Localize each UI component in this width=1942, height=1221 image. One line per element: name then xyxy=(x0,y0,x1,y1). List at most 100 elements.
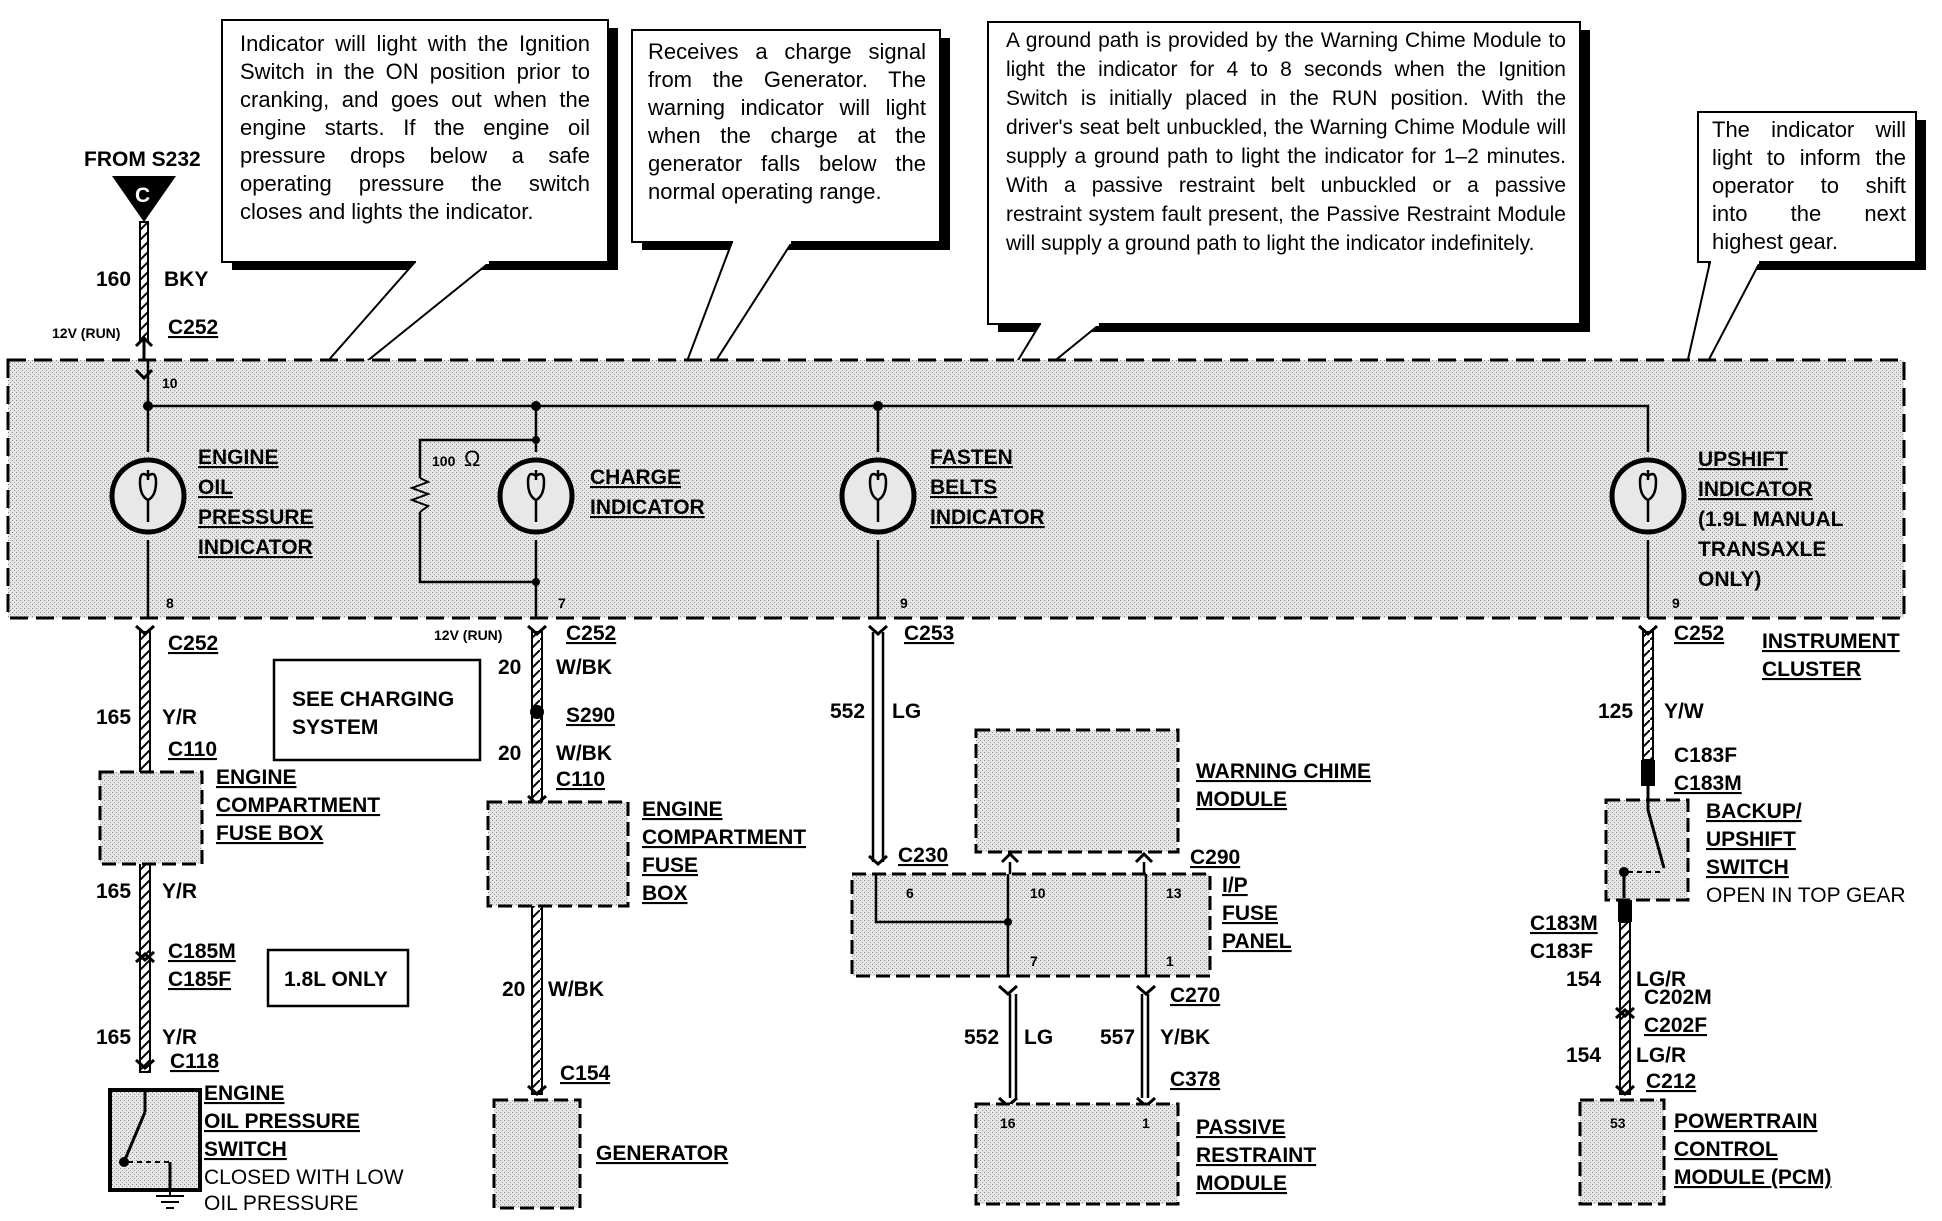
wire-125-num: 125 xyxy=(1598,700,1633,723)
cluster-junctions xyxy=(143,401,883,586)
wire-125-color: Y/W xyxy=(1664,700,1704,723)
pin-prm-16: 16 xyxy=(1000,1115,1016,1131)
label-upshift-indicator: UPSHIFT INDICATOR (1.9L MANUAL TRANSAXLE… xyxy=(1698,448,1844,591)
label-engine-oil-indicator: ENGINE OIL PRESSURE INDICATOR xyxy=(198,446,314,559)
instrument-cluster-line2: CLUSTER xyxy=(1762,658,1861,681)
pcm-box xyxy=(1578,1098,1666,1206)
callout-charge xyxy=(631,29,950,471)
svg-text:FUSE: FUSE xyxy=(1222,902,1278,925)
label-fuse-box-1: ENGINE COMPARTMENT FUSE BOX xyxy=(216,766,380,845)
svg-text:SWITCH: SWITCH xyxy=(204,1138,287,1161)
svg-text:ONLY): ONLY) xyxy=(1698,568,1761,591)
connector-c154: C154 xyxy=(560,1062,611,1085)
oil-pressure-switch xyxy=(108,1088,202,1209)
source-triangle-symbol xyxy=(112,176,176,222)
svg-text:PASSIVE: PASSIVE xyxy=(1196,1116,1285,1139)
connector-c252-upshift: C252 xyxy=(1674,622,1724,645)
source-symbol-letter: C xyxy=(135,184,150,207)
callout-ground-path-text: A ground path is provided by the Warning… xyxy=(1006,29,1566,255)
label-fuse-box-2: ENGINE COMPARTMENT FUSE BOX xyxy=(642,798,806,905)
label-passive-restraint: PASSIVE RESTRAINT MODULE xyxy=(1196,1116,1316,1195)
pin-ip-7: 7 xyxy=(1030,953,1038,969)
wire-20b-num: 20 xyxy=(498,742,521,765)
wire-20c-num: 20 xyxy=(502,978,525,1001)
svg-text:INDICATOR: INDICATOR xyxy=(1698,478,1813,501)
connector-c253: C253 xyxy=(904,622,954,645)
wire-552-557 xyxy=(1008,994,1150,1098)
wire-20a-num: 20 xyxy=(498,656,521,679)
svg-text:INDICATOR: INDICATOR xyxy=(930,506,1045,529)
passive-restraint-box xyxy=(974,1102,1180,1206)
wire-20b-color: W/BK xyxy=(556,742,612,765)
note-18l-only: 1.8L ONLY xyxy=(284,968,388,991)
wire-552a-color: LG xyxy=(892,700,921,723)
instrument-cluster-box xyxy=(6,358,1906,620)
pin-ip-13: 13 xyxy=(1166,885,1182,901)
ip-fuse-panel xyxy=(850,862,1212,978)
wire-165b-num: 165 xyxy=(96,880,131,903)
wire-552b-num: 552 xyxy=(964,1026,999,1049)
wire-20c-color: W/BK xyxy=(548,978,604,1001)
wire-165a-color: Y/R xyxy=(162,706,197,729)
svg-text:OPEN IN TOP GEAR: OPEN IN TOP GEAR xyxy=(1706,884,1906,907)
connector-c252-top: C252 xyxy=(168,316,218,339)
pin-ip-10: 10 xyxy=(1030,885,1046,901)
svg-text:UPSHIFT: UPSHIFT xyxy=(1698,448,1788,471)
svg-text:MODULE (PCM): MODULE (PCM) xyxy=(1674,1166,1831,1189)
wire-552 xyxy=(871,632,885,862)
backup-upshift-switch xyxy=(1604,786,1690,902)
callout-ground-path xyxy=(981,21,1590,421)
note-charging-box xyxy=(272,658,482,762)
svg-text:POWERTRAIN: POWERTRAIN xyxy=(1674,1110,1818,1133)
connector-c252-charge: C252 xyxy=(566,622,616,645)
svg-text:TRANSAXLE: TRANSAXLE xyxy=(1698,538,1826,561)
bulb-fasten-belts xyxy=(839,457,917,535)
svg-text:PANEL: PANEL xyxy=(1222,930,1292,953)
resistor-value: 100 xyxy=(432,453,456,469)
pin-9-upshift: 9 xyxy=(1672,595,1680,611)
svg-text:OIL: OIL xyxy=(198,476,233,499)
label-charge-indicator: CHARGE INDICATOR xyxy=(590,466,705,519)
svg-text:ENGINE: ENGINE xyxy=(198,446,279,469)
connector-c202f: C202F xyxy=(1644,1014,1707,1037)
pin-pcm-53: 53 xyxy=(1610,1115,1626,1131)
svg-text:INDICATOR: INDICATOR xyxy=(590,496,705,519)
connector-c110-oil: C110 xyxy=(168,738,217,761)
callout-oil-pressure xyxy=(221,19,618,471)
svg-text:COMPARTMENT: COMPARTMENT xyxy=(216,794,380,817)
resistor-symbol xyxy=(409,477,431,513)
label-fasten-belts-indicator: FASTEN BELTS INDICATOR xyxy=(930,446,1045,529)
wire-20a-color: W/BK xyxy=(556,656,612,679)
pin-ip-1: 1 xyxy=(1166,953,1174,969)
svg-text:INDICATOR: INDICATOR xyxy=(198,536,313,559)
connector-c230: C230 xyxy=(898,844,948,867)
bulb-upshift xyxy=(1609,457,1687,535)
warning-chime-box xyxy=(974,728,1180,854)
label-backup-upshift-switch: BACKUP/ UPSHIFT SWITCH OPEN IN TOP GEAR xyxy=(1706,800,1906,907)
label-pcm: POWERTRAIN CONTROL MODULE (PCM) xyxy=(1674,1110,1831,1189)
fuse-box-2 xyxy=(486,800,630,908)
wire-165c-num: 165 xyxy=(96,1026,131,1049)
label-oil-pressure-switch: ENGINE OIL PRESSURE SWITCH CLOSED WITH L… xyxy=(204,1082,404,1215)
svg-text:BOX: BOX xyxy=(642,882,688,905)
instrument-cluster-line1: INSTRUMENT xyxy=(1762,630,1900,653)
wire-154b-num: 154 xyxy=(1566,1044,1601,1067)
svg-text:FUSE: FUSE xyxy=(642,854,698,877)
voltage-run-1: 12V (RUN) xyxy=(52,325,120,341)
generator-box xyxy=(492,1098,582,1210)
cluster-wiring xyxy=(146,360,1650,618)
voltage-run-2: 12V (RUN) xyxy=(434,627,502,643)
connector-c212: C212 xyxy=(1646,1070,1696,1093)
bulb-engine-oil xyxy=(109,457,187,535)
connector-c183m-a: C183M xyxy=(1674,772,1742,795)
svg-text:CHARGE: CHARGE xyxy=(590,466,681,489)
svg-text:MODULE: MODULE xyxy=(1196,788,1287,811)
label-warning-chime: WARNING CHIME MODULE xyxy=(1196,760,1371,811)
wire-557-color: Y/BK xyxy=(1160,1026,1210,1049)
svg-text:UPSHIFT: UPSHIFT xyxy=(1706,828,1796,851)
connector-c378: C378 xyxy=(1170,1068,1221,1091)
svg-text:BACKUP/: BACKUP/ xyxy=(1706,800,1802,823)
wire-165a-num: 165 xyxy=(96,706,131,729)
source-label: FROM S232 xyxy=(84,148,201,171)
